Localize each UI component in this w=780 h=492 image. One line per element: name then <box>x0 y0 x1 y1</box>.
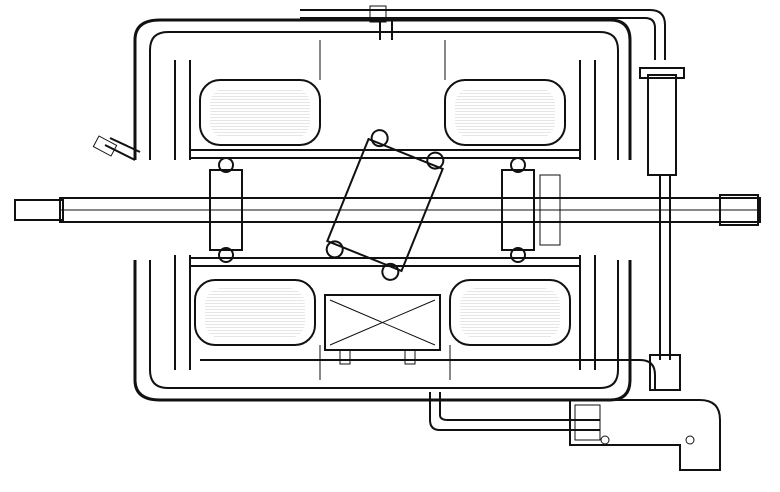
right-bearing <box>501 157 561 263</box>
lower-left-cylinder <box>194 279 316 346</box>
lower-right-cylinder <box>449 279 571 346</box>
lower-centre-fittings <box>324 294 441 365</box>
top-oil-pipe <box>300 5 666 60</box>
bottom-oil-pipe <box>200 359 656 431</box>
main-shaft <box>14 194 761 226</box>
right-fitting <box>639 67 685 391</box>
upper-right-cylinder <box>444 79 566 146</box>
left-bearing <box>209 157 243 263</box>
swash-plate <box>325 129 445 281</box>
mounting-bracket <box>569 399 721 471</box>
upper-left-cylinder <box>199 79 321 146</box>
left-nozzle <box>92 135 141 161</box>
outer-housing <box>133 18 632 402</box>
